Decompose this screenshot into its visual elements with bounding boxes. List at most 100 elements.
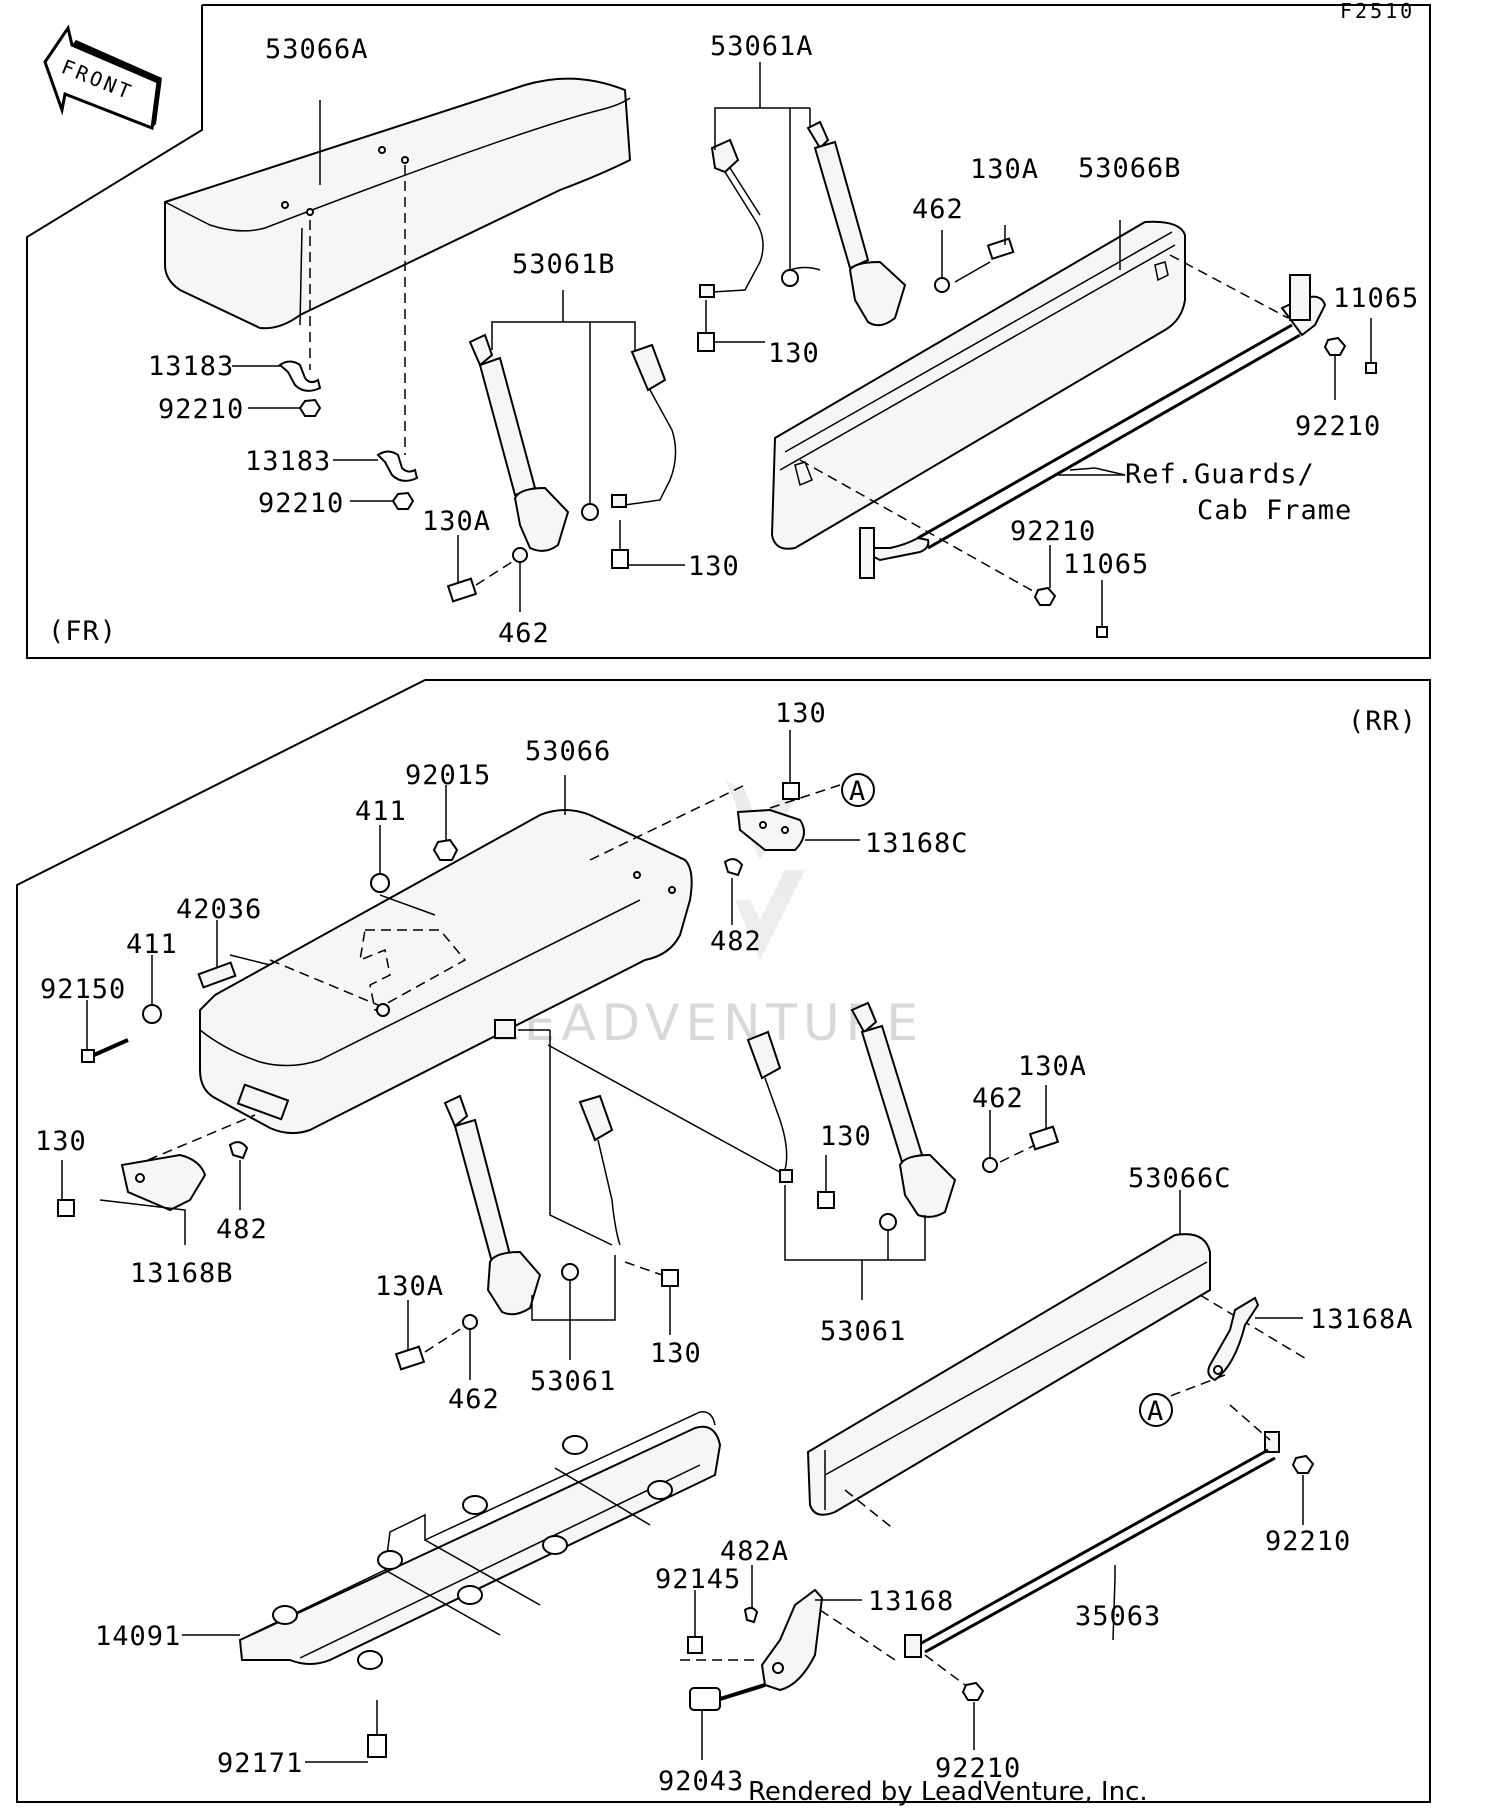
bolt-92150 [81,1038,129,1063]
bracket-13168C [736,808,805,851]
label-13183-a: 13183 [148,351,234,382]
section-label-front: (FR) [48,616,117,647]
bolt-130-rr-mid [817,1191,835,1209]
clip-92171 [367,1734,387,1758]
watermark-text: LEADVENTURE [490,994,924,1052]
clip-482-top [723,858,744,877]
label-130-fr-a: 130 [768,338,820,369]
label-130-rr-low: 130 [650,1338,702,1369]
label-92210-fr-right: 92210 [1295,411,1381,442]
label-53061B: 53061B [512,249,616,280]
label-411-b: 411 [126,929,178,960]
washer-411-a [370,873,390,893]
label-53066C: 53066C [1128,1163,1232,1194]
washer-462-fr-right [934,277,950,293]
seat-belt-53061B [468,333,677,552]
seat-belt-53061-low [443,1094,621,1316]
label-92150: 92150 [40,974,126,1005]
bolt-130A-rr-low [394,1345,426,1371]
label-130-rr-mid: 130 [820,1121,872,1152]
label-13183-b: 13183 [245,446,331,477]
label-130A-fr-right: 130A [970,154,1039,185]
label-ref-line1: Ref.Guards/ [1125,459,1315,490]
label-462-rr-low: 462 [448,1384,500,1415]
label-130-fr-b: 130 [688,551,740,582]
front-section-frame [26,4,1431,659]
label-92210-b: 92210 [258,488,344,519]
label-13168: 13168 [868,1586,954,1617]
label-53066A: 53066A [265,34,369,65]
callout-A-right-label: A [1147,1396,1164,1427]
spacer-42036 [197,961,237,989]
bolt-130A-fr-left [446,577,478,603]
floor-mat-14091 [238,1411,722,1670]
label-130A-rr-low: 130A [375,1271,444,1302]
watermark-logo [725,780,805,960]
label-92145: 92145 [655,1564,741,1595]
bracket-13168 [760,1588,824,1692]
label-92171: 92171 [217,1748,303,1779]
nut-92210-fr-right [1323,336,1347,356]
label-92210-rr-bottom: 92210 [935,1753,1021,1784]
washer-411-b [142,1004,162,1024]
nut-rear-seat [376,1003,390,1017]
cap-11065-right [1365,362,1377,374]
bolt-130-fr-a [697,332,765,352]
seat-belt-53061-right [746,1001,957,1231]
nut-92210-b [391,491,415,510]
label-482-left: 482 [216,1214,268,1245]
bolt-130A-rr-right [1028,1125,1060,1151]
callout-A-top-label: A [849,776,866,807]
label-130-rr-left: 130 [35,1126,87,1157]
label-462-rr-right: 462 [972,1083,1024,1114]
label-53066B: 53066B [1078,153,1182,184]
footer-credit: Rendered by LeadVenture, Inc. [748,1777,1148,1807]
section-label-rear: (RR) [1348,706,1417,737]
label-11065-mid: 11065 [1063,549,1149,580]
nut-92210-rr-right [1291,1454,1315,1474]
bolt-130-rr-top [782,782,800,800]
nut-92210-fr-mid [1033,586,1057,606]
label-53061A: 53061A [710,31,814,62]
label-ref-line2: Cab Frame [1197,495,1352,526]
label-130A-rr-right: 130A [1018,1051,1087,1082]
label-92043: 92043 [658,1766,744,1797]
bolt-130-rr-left [57,1199,75,1217]
callout-A-top [841,773,875,807]
seat-back-53066B [770,220,1186,550]
label-53061-low: 53061 [530,1366,616,1397]
bolt-130-fr-b [611,549,685,569]
label-462-fr-left: 462 [498,618,550,649]
label-92015: 92015 [405,760,491,791]
label-130-rr-top: 130 [775,698,827,729]
seat-belt-53061A [699,120,907,327]
cap-11065-mid [1096,626,1108,638]
nut-92210-rr-bottom [961,1681,985,1701]
label-482-top: 482 [710,926,762,957]
label-13168A: 13168A [1310,1304,1414,1335]
clip-482-left [228,1141,249,1160]
bracket-13168B [120,1153,207,1212]
label-482A: 482A [720,1536,789,1567]
callout-A-right [1139,1393,1173,1427]
nut-92210-a [298,398,322,417]
label-411-a: 411 [355,796,407,827]
label-53066: 53066 [525,736,611,767]
guard-bar [859,274,1327,579]
label-14091: 14091 [95,1621,181,1652]
bracket-13168A [1207,1296,1260,1382]
label-130A-fr-left: 130A [422,506,491,537]
bracket-13183-b [376,450,419,482]
seat-back-53066C [806,1233,1211,1516]
label-13168C: 13168C [865,828,969,859]
washer-462-rr-low [462,1314,478,1330]
bolt-92043 [689,1683,766,1711]
bolt-92145 [687,1636,703,1654]
label-42036: 42036 [176,894,262,925]
label-11065-right: 11065 [1333,283,1419,314]
bolt-130A-fr-right [986,237,1015,261]
bar-35063 [904,1431,1280,1658]
front-arrow-icon [43,24,162,131]
